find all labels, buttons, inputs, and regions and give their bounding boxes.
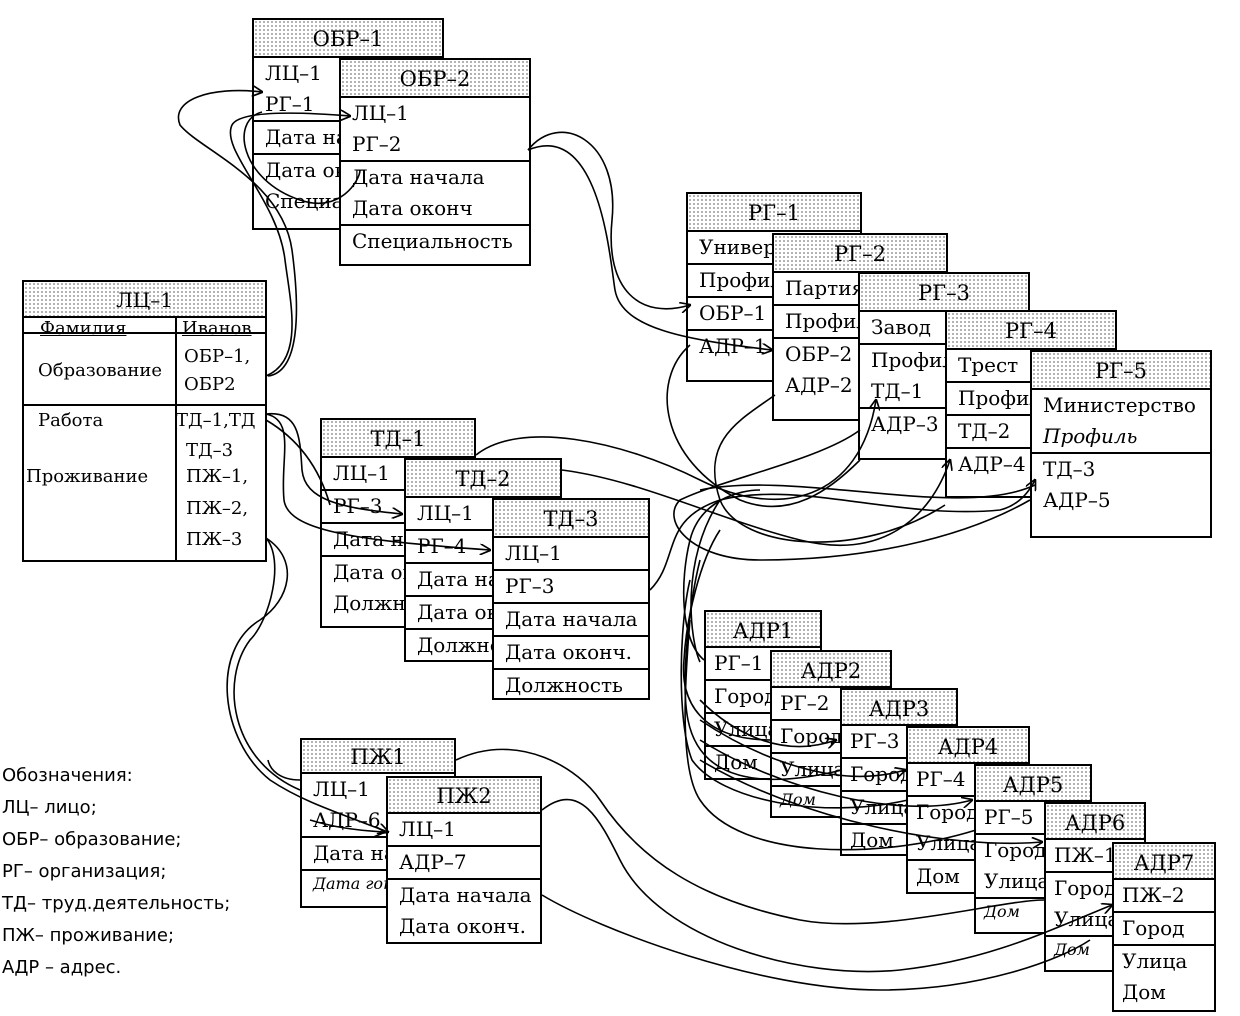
record-field: РГ–2 xyxy=(352,132,402,156)
record-field: Профиль xyxy=(1043,424,1138,448)
record-title: АДР4 xyxy=(908,728,1028,764)
record-title: ТД–3 xyxy=(494,500,648,538)
link-obr2-rg2 xyxy=(527,131,690,308)
record-title: ТД–2 xyxy=(406,460,560,498)
legend-item: АДР – адрес. xyxy=(2,957,122,978)
record-field: Дата гонч xyxy=(302,869,454,897)
legend-item: ПЖ– проживание; xyxy=(2,925,175,946)
person-value-work-2: ТД–3 xyxy=(186,440,234,461)
record-field: АДР–5 xyxy=(1043,488,1111,512)
record-title: АДР7 xyxy=(1114,844,1214,880)
person-value-work-1: ТД–1,ТД xyxy=(176,410,256,431)
person-value-education-1: ОБР–1, xyxy=(184,346,251,367)
record-title: ОБР–2 xyxy=(341,60,529,98)
record-field: Дата начала xyxy=(341,160,529,193)
record-field: Специальность xyxy=(341,224,529,257)
person-value-surname: Иванов xyxy=(182,318,252,339)
record-field: ПЖ–2 xyxy=(1122,883,1185,907)
education-record-obr2: ОБР–2 ЛЦ–1 РГ–2 Дата начала Дата оконч С… xyxy=(339,58,531,266)
record-title: АДР2 xyxy=(772,652,890,688)
record-title: ТД–1 xyxy=(322,420,474,458)
record-field: Дата оконч. xyxy=(399,914,527,938)
record-field: ЛЦ–1 xyxy=(265,61,322,85)
person-record-title: ЛЦ–1 xyxy=(24,282,265,318)
record-field: Трест xyxy=(958,353,1019,377)
record-title: РГ–3 xyxy=(860,274,1028,312)
organization-record-rg5: РГ–5 Министерство Профиль ТД–3 АДР–5 xyxy=(1030,350,1212,538)
record-field: Дом xyxy=(1122,980,1166,1004)
residence-record-pzh2: ПЖ2 ЛЦ–1 АДР–7 Дата начала Дата оконч. xyxy=(386,776,542,944)
person-value-residence-1: ПЖ–1, xyxy=(186,466,249,487)
record-field: Дата оконч. xyxy=(494,635,648,668)
legend-item: ОБР– образование; xyxy=(2,829,182,850)
person-record-lc1: ЛЦ–1 Фамилия Иванов Образование ОБР–1, О… xyxy=(22,280,267,562)
record-title: ПЖ1 xyxy=(302,740,454,774)
record-title: РГ–5 xyxy=(1032,352,1210,390)
work-record-td3: ТД–3 ЛЦ–1 РГ–3 Дата начала Дата оконч. Д… xyxy=(492,498,650,700)
record-field: ЛЦ–1 xyxy=(399,817,456,841)
record-title: АДР6 xyxy=(1046,804,1144,840)
record-field: Дата начала xyxy=(494,602,648,635)
record-field: ТД–3 xyxy=(1032,452,1210,485)
legend: Обозначения: ЛЦ– лицо; ОБР– образование;… xyxy=(2,760,230,984)
link-pzh1-lc xyxy=(267,759,301,781)
record-title: РГ–2 xyxy=(774,235,946,273)
person-label-education: Образование xyxy=(38,360,163,381)
person-label-residence: Проживание xyxy=(26,466,149,487)
legend-title: Обозначения: xyxy=(2,765,133,786)
record-field: Должность xyxy=(494,668,648,698)
record-title: АДР5 xyxy=(976,766,1090,802)
record-field: Дата оконч xyxy=(352,196,473,220)
record-field: Министерство xyxy=(1043,393,1196,417)
record-field: Партия xyxy=(785,276,865,300)
person-value-residence-2: ПЖ–2, xyxy=(186,498,249,519)
record-title: АДР1 xyxy=(706,612,820,648)
record-field: Город xyxy=(1114,911,1214,944)
record-field: Дата начала xyxy=(388,878,540,911)
record-title: АДР3 xyxy=(842,690,956,726)
legend-item: РГ– организация; xyxy=(2,861,167,882)
record-title: ПЖ2 xyxy=(388,778,540,814)
link-lc-pzh xyxy=(233,537,301,791)
record-title: ОБР–1 xyxy=(254,20,442,58)
record-title: РГ–1 xyxy=(688,194,860,232)
record-field: ЛЦ–1 xyxy=(352,101,409,125)
legend-item: ЛЦ– лицо; xyxy=(2,797,97,818)
legend-item: ТД– труд.деятельность; xyxy=(2,893,231,914)
record-field: Улица xyxy=(1114,944,1214,977)
person-label-surname: Фамилия xyxy=(40,318,127,339)
record-field: АДР–7 xyxy=(388,845,540,878)
address-record-adr7: АДР7 ПЖ–2 Город Улица Дом xyxy=(1112,842,1216,1012)
record-field: РГ–3 xyxy=(494,569,648,602)
person-label-work: Работа xyxy=(38,410,104,431)
record-field: Завод xyxy=(871,315,931,339)
record-field: ЛЦ–1 xyxy=(505,541,562,565)
record-title: РГ–4 xyxy=(947,312,1115,350)
person-value-residence-3: ПЖ–3 xyxy=(186,529,243,550)
person-value-education-2: ОБР2 xyxy=(184,374,236,395)
